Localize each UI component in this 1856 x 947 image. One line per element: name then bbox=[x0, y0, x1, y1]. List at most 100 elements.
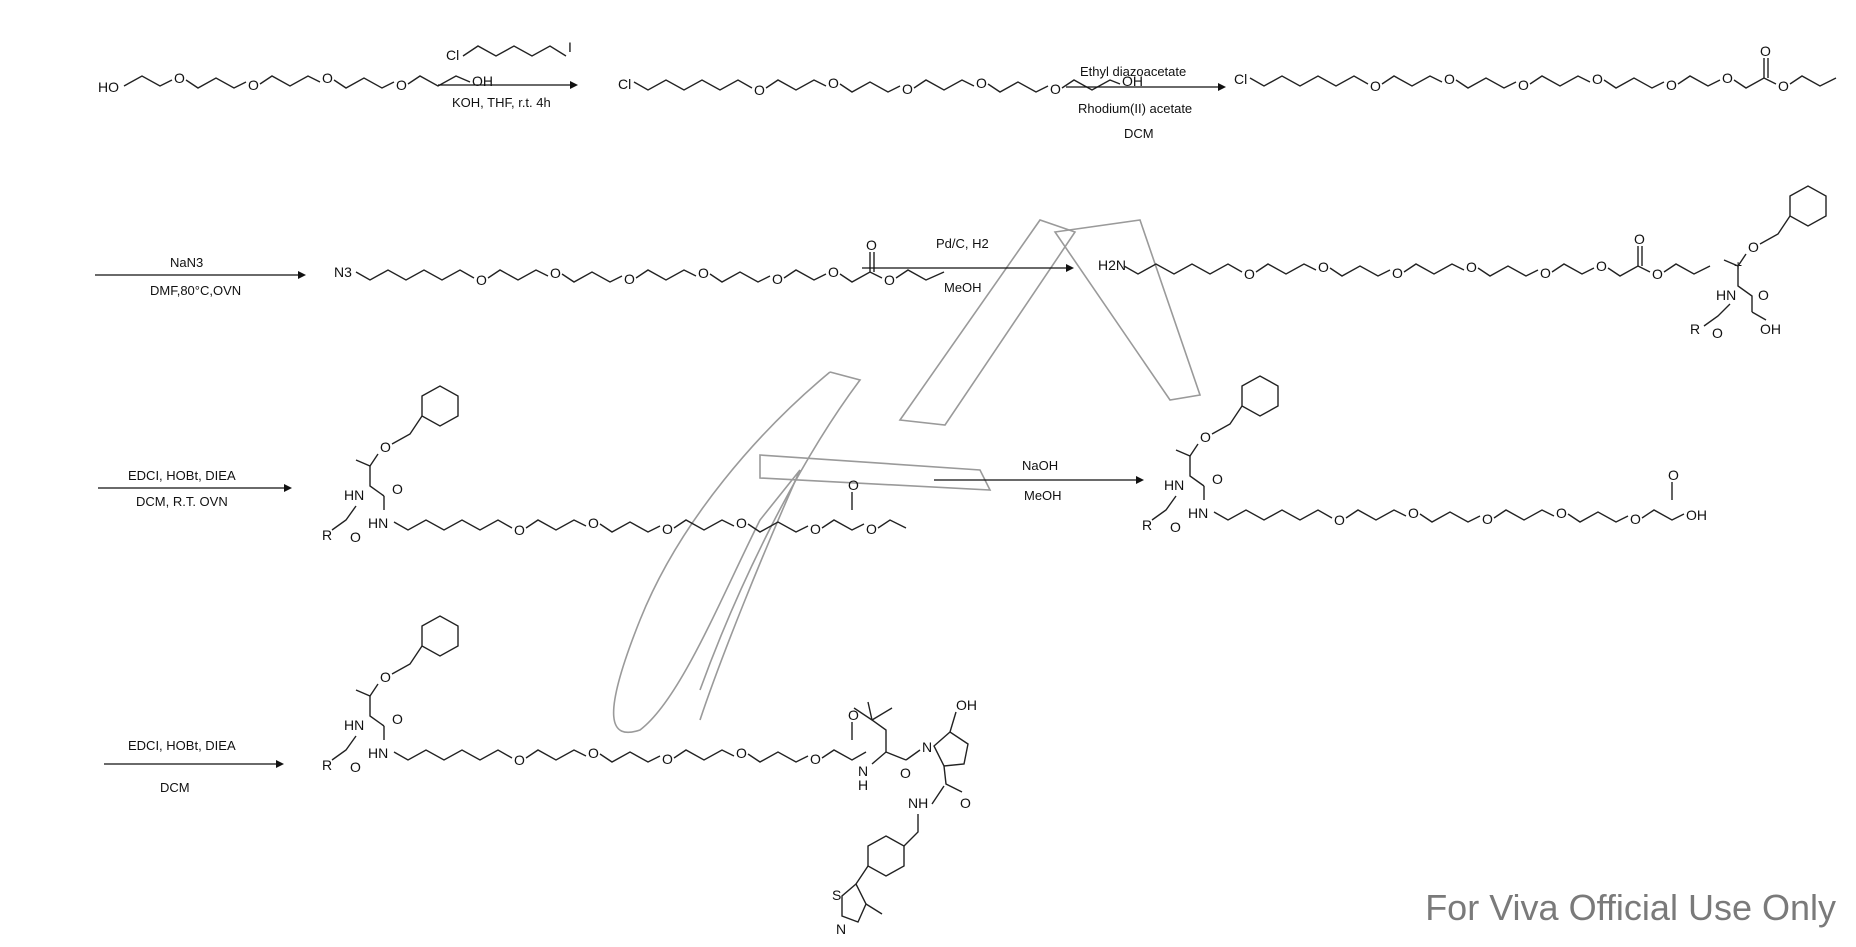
svg-text:OH: OH bbox=[956, 697, 977, 713]
svg-text:O: O bbox=[350, 759, 361, 775]
threonine-building-block: O HN O OH R O bbox=[1690, 185, 1827, 341]
product-amino-peg-ester: H2N O O O O O O O O bbox=[1098, 231, 1711, 282]
svg-text:O: O bbox=[380, 669, 391, 685]
svg-text:O: O bbox=[736, 515, 747, 531]
svg-text:O: O bbox=[588, 515, 599, 531]
svg-text:O: O bbox=[350, 529, 361, 545]
svg-text:O: O bbox=[1408, 505, 1419, 521]
svg-text:O: O bbox=[380, 439, 391, 455]
product-coupled-acid: O HN O HN R O O O O O O O OH bbox=[1142, 375, 1707, 535]
svg-text:O: O bbox=[1556, 505, 1567, 521]
svg-text:MeOH: MeOH bbox=[944, 280, 982, 295]
svg-text:O: O bbox=[392, 481, 403, 497]
arrow-step2: Ethyl diazoacetate Rhodium(II) acetate D… bbox=[1066, 64, 1226, 141]
svg-text:O: O bbox=[1634, 231, 1645, 247]
svg-text:O: O bbox=[828, 264, 839, 280]
product-final-conjugate: O HN O HN R O O O O O O O N H O N OH bbox=[322, 615, 977, 937]
svg-text:O: O bbox=[1666, 77, 1677, 93]
svg-text:N: N bbox=[836, 921, 846, 937]
svg-text:HN: HN bbox=[1716, 287, 1736, 303]
svg-text:O: O bbox=[396, 77, 407, 93]
svg-text:O: O bbox=[1466, 259, 1477, 275]
svg-text:O: O bbox=[698, 265, 709, 281]
svg-text:EDCI, HOBt, DIEA: EDCI, HOBt, DIEA bbox=[128, 468, 236, 483]
svg-text:O: O bbox=[1592, 71, 1603, 87]
svg-text:OH: OH bbox=[472, 73, 493, 89]
svg-text:O: O bbox=[392, 711, 403, 727]
svg-text:NH: NH bbox=[908, 795, 928, 811]
svg-text:Cl: Cl bbox=[446, 47, 459, 63]
svg-text:O: O bbox=[848, 477, 859, 493]
svg-text:O: O bbox=[662, 521, 673, 537]
svg-text:HN: HN bbox=[344, 487, 364, 503]
svg-text:Rhodium(II) acetate: Rhodium(II) acetate bbox=[1078, 101, 1192, 116]
svg-text:Cl: Cl bbox=[1234, 71, 1247, 87]
svg-text:O: O bbox=[1760, 43, 1771, 59]
svg-text:HN: HN bbox=[368, 515, 388, 531]
footer-disclaimer: For Viva Official Use Only bbox=[1425, 887, 1836, 928]
svg-text:O: O bbox=[810, 521, 821, 537]
arrow-step5: EDCI, HOBt, DIEA DCM, R.T. OVN bbox=[98, 468, 292, 509]
svg-text:O: O bbox=[514, 752, 525, 768]
svg-text:O: O bbox=[1244, 266, 1255, 282]
arrow-step6: NaOH MeOH bbox=[934, 458, 1144, 503]
svg-text:Ethyl diazoacetate: Ethyl diazoacetate bbox=[1080, 64, 1186, 79]
svg-text:O: O bbox=[1630, 511, 1641, 527]
svg-text:HN: HN bbox=[1188, 505, 1208, 521]
svg-text:O: O bbox=[588, 745, 599, 761]
arrow-step4: Pd/C, H2 MeOH bbox=[862, 236, 1074, 295]
svg-text:HN: HN bbox=[1164, 477, 1184, 493]
svg-text:DCM: DCM bbox=[160, 780, 190, 795]
svg-text:O: O bbox=[1050, 81, 1061, 97]
svg-text:O: O bbox=[1318, 259, 1329, 275]
svg-text:O: O bbox=[754, 82, 765, 98]
svg-text:O: O bbox=[736, 745, 747, 761]
svg-text:O: O bbox=[772, 271, 783, 287]
product-chloro-peg-ester: Cl O O O O O O O O bbox=[1234, 43, 1837, 94]
product-coupled-ester: O HN O HN R O O O O O O O O bbox=[322, 385, 907, 545]
svg-text:O: O bbox=[1482, 511, 1493, 527]
svg-text:O: O bbox=[1392, 265, 1403, 281]
svg-text:O: O bbox=[476, 272, 487, 288]
svg-text:O: O bbox=[1370, 78, 1381, 94]
svg-text:O: O bbox=[1668, 467, 1679, 483]
svg-text:HN: HN bbox=[368, 745, 388, 761]
svg-text:O: O bbox=[1444, 71, 1455, 87]
svg-text:O: O bbox=[1758, 287, 1769, 303]
svg-text:R: R bbox=[322, 757, 332, 773]
svg-text:OH: OH bbox=[1122, 73, 1143, 89]
svg-text:Pd/C, H2: Pd/C, H2 bbox=[936, 236, 989, 251]
svg-text:O: O bbox=[1748, 239, 1759, 255]
arrow-step1: Cl I KOH, THF, r.t. 4h bbox=[438, 39, 578, 110]
svg-text:O: O bbox=[1778, 78, 1789, 94]
svg-text:H: H bbox=[858, 777, 868, 793]
svg-text:O: O bbox=[550, 265, 561, 281]
svg-text:EDCI, HOBt, DIEA: EDCI, HOBt, DIEA bbox=[128, 738, 236, 753]
svg-text:O: O bbox=[322, 70, 333, 86]
svg-text:KOH, THF, r.t. 4h: KOH, THF, r.t. 4h bbox=[452, 95, 551, 110]
svg-text:O: O bbox=[848, 707, 859, 723]
svg-text:MeOH: MeOH bbox=[1024, 488, 1062, 503]
svg-text:R: R bbox=[322, 527, 332, 543]
svg-text:O: O bbox=[1334, 512, 1345, 528]
svg-text:O: O bbox=[1652, 266, 1663, 282]
svg-text:I: I bbox=[568, 39, 572, 55]
starting-peg-diol: HO O O O O OH bbox=[98, 70, 493, 95]
svg-text:HN: HN bbox=[344, 717, 364, 733]
svg-text:O: O bbox=[624, 271, 635, 287]
ho-label: HO bbox=[98, 79, 119, 95]
svg-text:O: O bbox=[884, 272, 895, 288]
svg-text:O: O bbox=[174, 70, 185, 86]
svg-text:O: O bbox=[960, 795, 971, 811]
svg-text:O: O bbox=[514, 522, 525, 538]
svg-text:O: O bbox=[1212, 471, 1223, 487]
svg-text:R: R bbox=[1142, 517, 1152, 533]
svg-text:DCM: DCM bbox=[1124, 126, 1154, 141]
svg-text:O: O bbox=[810, 751, 821, 767]
svg-text:R: R bbox=[1690, 321, 1700, 337]
svg-text:O: O bbox=[866, 237, 877, 253]
svg-text:O: O bbox=[1722, 70, 1733, 86]
svg-text:OH: OH bbox=[1760, 321, 1781, 337]
product-chloro-peg-alcohol: Cl O O O O O OH bbox=[618, 73, 1143, 98]
